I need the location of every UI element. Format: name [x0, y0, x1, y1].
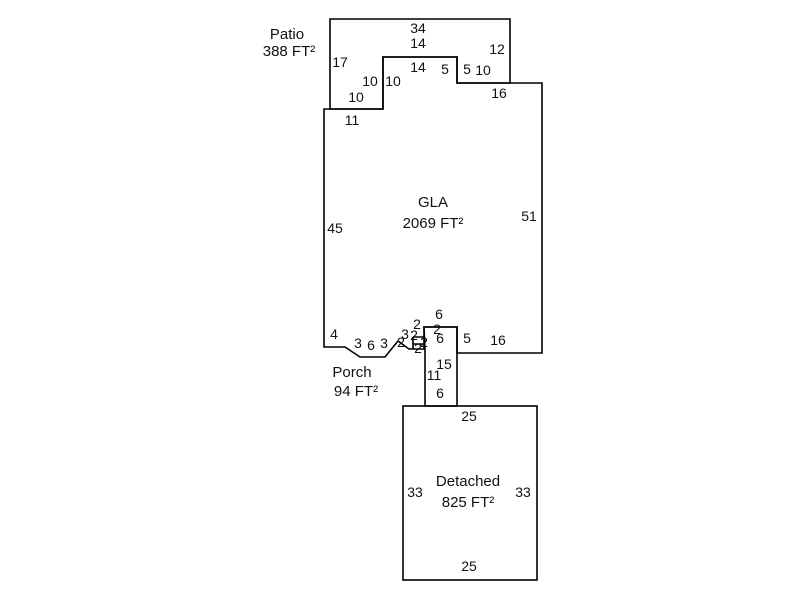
- porch-name: Porch: [332, 364, 371, 381]
- dimension-label: 17: [332, 54, 348, 70]
- dimension-label: 11: [345, 112, 360, 128]
- dimension-label: 10: [362, 73, 378, 89]
- dimension-label: 16: [490, 332, 506, 348]
- gla-size: 2069 FT²: [403, 215, 464, 232]
- dimension-label: 25: [461, 558, 477, 574]
- dimension-label: 34: [410, 20, 426, 36]
- dimension-label: 12: [489, 41, 505, 57]
- dimension-label: 45: [327, 220, 343, 236]
- dimension-label: 2: [413, 316, 421, 332]
- dimension-label: 33: [407, 484, 423, 500]
- detached-name: Detached: [436, 473, 500, 490]
- dimension-label: 15: [436, 356, 452, 372]
- dimension-label: 3: [401, 326, 409, 342]
- detached-size: 825 FT²: [442, 494, 495, 511]
- dimension-label: 2: [414, 340, 422, 356]
- dimension-label: 6: [435, 306, 443, 322]
- dimension-label: 11: [427, 367, 442, 383]
- dimension-label: 6: [436, 330, 444, 346]
- patio-name: Patio: [270, 26, 304, 43]
- dimension-label: 5: [463, 330, 471, 346]
- dimension-label: 14: [410, 59, 426, 75]
- dimension-label: 6: [436, 385, 444, 401]
- dimension-label: 5: [463, 61, 471, 77]
- dimension-label: 3: [380, 335, 388, 351]
- patio-size: 388 FT²: [263, 43, 316, 60]
- porch-step-outline: [412, 336, 424, 349]
- dimension-label: 2: [433, 321, 441, 337]
- dimension-label: 10: [348, 89, 364, 105]
- dimension-label: 2: [397, 334, 405, 350]
- dimension-label: 14: [410, 35, 426, 51]
- gla-name: GLA: [418, 194, 448, 211]
- dimension-label: 10: [385, 73, 401, 89]
- dimension-label: 2: [420, 334, 428, 350]
- dimension-label: 4: [330, 326, 338, 342]
- detached-outline: [402, 405, 538, 581]
- dimension-label: 16: [491, 85, 507, 101]
- dimension-label: 2: [410, 327, 418, 343]
- dimension-label: 6: [367, 337, 375, 353]
- dimension-label: 3: [354, 335, 362, 351]
- dimension-label: 51: [521, 208, 537, 224]
- dimension-label: 25: [461, 408, 477, 424]
- dimension-label: 5: [441, 61, 449, 77]
- porch-size: 94 FT²: [334, 383, 378, 400]
- dimension-label: 33: [515, 484, 531, 500]
- dimension-label: 10: [475, 62, 491, 78]
